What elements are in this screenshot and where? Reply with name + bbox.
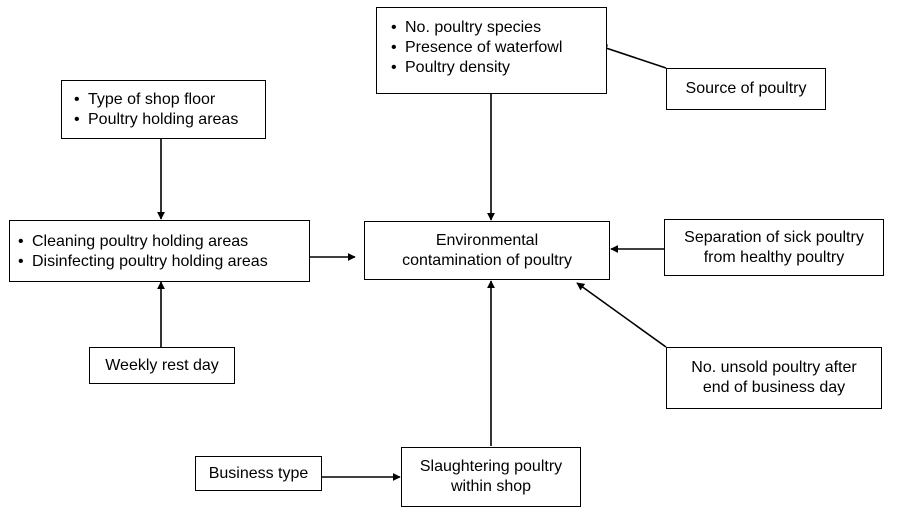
environmental-contamination-box: Environmental contamination of poultry [364, 221, 610, 280]
cleaning-list: Cleaning poultry holding areas Disinfect… [16, 232, 303, 272]
slaughtering-line2: within shop [450, 478, 532, 495]
source-of-poultry-box: Source of poultry [666, 68, 826, 110]
cleaning-box: Cleaning poultry holding areas Disinfect… [9, 220, 310, 282]
source-of-poultry-label: Source of poultry [685, 80, 807, 97]
slaughtering-line1: Slaughtering poultry [419, 458, 563, 475]
unsold-poultry-line1: No. unsold poultry after [691, 359, 857, 376]
business-type-label: Business type [208, 464, 309, 482]
arrow-source-to-species [599, 44, 667, 69]
separation-sick-line2: from healthy poultry [703, 248, 845, 266]
list-item: No. poultry species [389, 18, 596, 38]
shop-floor-list: Type of shop floor Poultry holding areas [72, 90, 257, 130]
slaughtering-box: Slaughtering poultry within shop [401, 447, 581, 507]
list-item: Cleaning poultry holding areas [16, 232, 303, 252]
list-item: Poultry density [389, 58, 596, 78]
list-item: Presence of waterfowl [389, 38, 596, 58]
poultry-species-list: No. poultry species Presence of waterfow… [389, 18, 596, 78]
business-type-box: Business type [195, 456, 322, 491]
separation-sick-line1: Separation of sick poultry [684, 228, 864, 246]
poultry-species-box: No. poultry species Presence of waterfow… [376, 7, 607, 94]
list-item: Type of shop floor [72, 90, 257, 110]
environmental-contamination-line2: contamination of poultry [402, 251, 572, 269]
separation-sick-poultry-box: Separation of sick poultry from healthy … [664, 219, 884, 276]
arrow-unsold-to-contamination [576, 282, 667, 348]
list-item: Disinfecting poultry holding areas [16, 252, 303, 272]
weekly-rest-day-box: Weekly rest day [89, 347, 235, 384]
shop-floor-box: Type of shop floor Poultry holding areas [61, 80, 266, 139]
unsold-poultry-box: No. unsold poultry after end of business… [666, 347, 882, 409]
weekly-rest-day-label: Weekly rest day [105, 356, 219, 374]
unsold-poultry-line2: end of business day [702, 379, 846, 396]
environmental-contamination-line1: Environmental [435, 231, 539, 249]
list-item: Poultry holding areas [72, 110, 257, 130]
